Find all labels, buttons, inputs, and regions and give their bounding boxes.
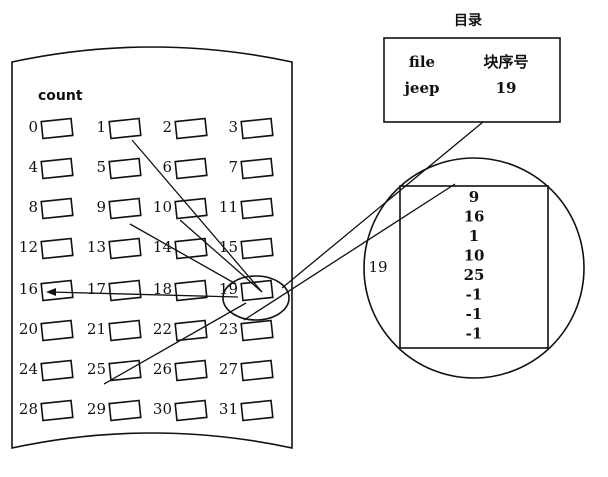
index-entry: 16	[464, 208, 485, 226]
pointer-to-16	[49, 291, 239, 298]
directory-col-file: file	[409, 53, 435, 71]
disk-block-17	[108, 279, 142, 302]
disk-block-30	[174, 399, 208, 422]
disk-block-label: 7	[228, 158, 238, 176]
disk-block-3	[240, 117, 274, 140]
index-entry: 10	[464, 247, 485, 265]
index-entry: 9	[469, 188, 479, 206]
disk-block-label: 27	[219, 360, 238, 378]
disk-block-9	[108, 197, 142, 220]
index-entry: 25	[464, 266, 485, 284]
disk-block-label: 15	[219, 238, 238, 256]
index-entry: -1	[466, 305, 483, 323]
disk-block-20	[40, 319, 74, 342]
disk-outline	[11, 46, 293, 449]
disk-block-label: 12	[19, 238, 38, 256]
disk-block-label: 19	[219, 280, 238, 298]
disk-block-24	[40, 359, 74, 382]
zoom-line-bottom	[243, 183, 456, 321]
index-block-zoom	[363, 157, 585, 379]
disk-block-label: 21	[87, 320, 106, 338]
directory-title: 目录	[454, 13, 482, 29]
index-entry: 1	[469, 227, 479, 245]
disk-block-1	[108, 117, 142, 140]
disk-block-label: 6	[162, 158, 172, 176]
disk-block-label: 29	[87, 400, 106, 418]
disk-block-27	[240, 359, 274, 382]
disk-block-label: 9	[96, 198, 106, 216]
disk-block-25	[108, 359, 142, 382]
disk-block-label: 22	[153, 320, 172, 338]
disk-block-label: 23	[219, 320, 238, 338]
disk-block-label: 0	[28, 118, 38, 136]
disk-block-8	[40, 197, 74, 220]
disk-block-label: 13	[87, 238, 106, 256]
disk-block-14	[174, 237, 208, 260]
index-block-label: 19	[368, 258, 387, 276]
disk-block-label: 10	[153, 198, 172, 216]
index-entry: -1	[466, 286, 483, 304]
disk-block-label: 4	[28, 158, 38, 176]
disk-block-12	[40, 237, 74, 260]
disk-block-label: 8	[28, 198, 38, 216]
disk-block-29	[108, 399, 142, 422]
pointer-to-10	[179, 219, 263, 293]
pointer-to-1	[131, 139, 263, 293]
block-19-highlight	[222, 275, 290, 321]
directory-box	[383, 37, 561, 123]
disk-block-label: 24	[19, 360, 38, 378]
disk-block-label: 28	[19, 400, 38, 418]
disk-label: count	[38, 88, 83, 104]
disk-block-label: 25	[87, 360, 106, 378]
disk-block-4	[40, 157, 74, 180]
disk-block-11	[240, 197, 274, 220]
disk-block-6	[174, 157, 208, 180]
disk-block-21	[108, 319, 142, 342]
disk-block-label: 16	[19, 280, 38, 298]
disk-block-label: 31	[219, 400, 238, 418]
disk-block-26	[174, 359, 208, 382]
disk-block-label: 30	[153, 400, 172, 418]
pointer-to-25	[103, 302, 247, 385]
disk-block-label: 20	[19, 320, 38, 338]
pointer-to-9	[129, 223, 237, 285]
disk-block-5	[108, 157, 142, 180]
directory-row-block: 19	[496, 79, 517, 97]
disk-block-2	[174, 117, 208, 140]
disk-block-0	[40, 117, 74, 140]
disk-block-16	[40, 279, 74, 302]
directory-col-block: 块序号	[483, 53, 528, 71]
disk-block-label: 1	[96, 118, 106, 136]
disk-block-15	[240, 237, 274, 260]
disk-block-18	[174, 279, 208, 302]
arrowhead-16	[46, 288, 56, 296]
disk-block-7	[240, 157, 274, 180]
disk-block-22	[174, 319, 208, 342]
disk-block-28	[40, 399, 74, 422]
disk-block-label: 26	[153, 360, 172, 378]
directory-row-file: jeep	[402, 79, 439, 97]
index-entry: -1	[466, 325, 483, 343]
disk-block-19	[240, 279, 274, 302]
disk-block-23	[240, 319, 274, 342]
disk-block-label: 17	[87, 280, 106, 298]
disk-block-label: 3	[228, 118, 238, 136]
disk-block-31	[240, 399, 274, 422]
index-block-box	[399, 185, 549, 349]
disk-block-label: 2	[162, 118, 172, 136]
index-pointers	[46, 139, 263, 385]
zoom-line-top	[281, 121, 484, 289]
disk-block-label: 11	[219, 198, 238, 216]
disk-block-label: 5	[96, 158, 106, 176]
disk-block-13	[108, 237, 142, 260]
disk-block-label: 14	[153, 238, 172, 256]
disk-block-label: 18	[153, 280, 172, 298]
